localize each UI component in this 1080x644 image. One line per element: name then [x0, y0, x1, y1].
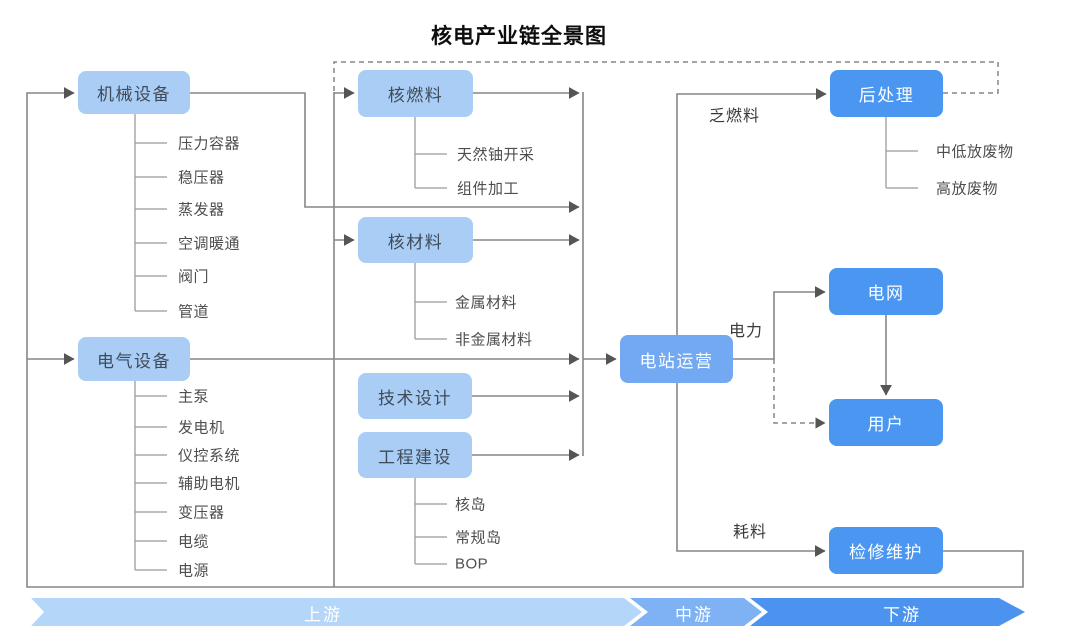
edge-maintenance-return-to-mechanical — [26, 87, 1024, 588]
edge-reprocessing-feedback-dashed — [333, 61, 999, 94]
band-upstream-shape — [31, 598, 642, 626]
leaf-bop: BOP — [455, 555, 489, 573]
node-engineering-construction: 工程建设 — [358, 432, 472, 478]
leaf-pressure-vessel: 压力容器 — [178, 135, 241, 153]
leaf-transformer: 变压器 — [178, 504, 225, 522]
leaf-power-supply: 电源 — [178, 562, 210, 580]
node-users: 用户 — [829, 399, 943, 446]
tree-nuclear-material — [414, 263, 447, 340]
node-technical-design: 技术设计 — [358, 373, 472, 419]
leaf-evaporator: 蒸发器 — [178, 201, 225, 219]
tree-electrical — [134, 381, 167, 571]
node-power-grid: 电网 — [829, 268, 943, 315]
leaf-piping: 管道 — [178, 303, 210, 321]
band-label-upstream: 上游 — [304, 605, 342, 625]
leaf-high-waste: 高放废物 — [936, 180, 999, 198]
band-label-midstream: 中游 — [675, 605, 713, 625]
leaf-conventional-island: 常规岛 — [455, 529, 502, 547]
leaf-hvac: 空调暖通 — [178, 235, 241, 253]
band-midstream-shape — [630, 598, 762, 626]
node-plant-operation: 电站运营 — [620, 335, 733, 383]
edge-consumables-to-maintenance — [676, 383, 826, 557]
edge-spent-fuel-to-reprocessing — [676, 88, 827, 335]
node-electrical-equipment: 电气设备 — [78, 337, 190, 381]
edge-label-spent-fuel: 乏燃料 — [709, 108, 761, 125]
edge-label-consumables: 耗料 — [733, 524, 768, 541]
leaf-ic-system: 仪控系统 — [178, 447, 241, 465]
tree-construction — [414, 478, 447, 565]
band-downstream-shape — [750, 598, 1025, 626]
leaf-nonmetal-material: 非金属材料 — [455, 331, 533, 349]
diagram-title: 核电产业链全景图 — [431, 25, 607, 48]
tree-nuclear-fuel — [414, 117, 447, 189]
leaf-metal-material: 金属材料 — [455, 294, 518, 312]
edge-electricity-to-users-dashed — [773, 359, 826, 429]
node-nuclear-material: 核材料 — [358, 217, 473, 263]
leaf-nuclear-island: 核岛 — [455, 496, 487, 514]
node-reprocessing: 后处理 — [830, 70, 943, 117]
node-maintenance: 检修维护 — [829, 527, 943, 574]
leaf-generator: 发电机 — [178, 419, 225, 437]
tree-mechanical — [134, 113, 167, 312]
leaf-main-pump: 主泵 — [178, 388, 210, 406]
leaf-uranium-mining: 天然铀开采 — [457, 146, 535, 164]
node-nuclear-fuel: 核燃料 — [358, 70, 473, 117]
leaf-valves: 阀门 — [178, 268, 210, 286]
band-label-downstream: 下游 — [883, 605, 921, 625]
leaf-assembly-processing: 组件加工 — [457, 180, 520, 198]
leaf-low-mid-waste: 中低放废物 — [936, 143, 1014, 161]
leaf-auxiliary-motor: 辅助电机 — [178, 475, 241, 493]
edge-electricity-to-grid — [733, 286, 826, 360]
tree-reprocessing — [885, 117, 918, 189]
edge-mechanical-out — [190, 92, 580, 213]
edge-label-electricity: 电力 — [729, 323, 764, 340]
leaf-pressurizer: 稳压器 — [178, 169, 225, 187]
leaf-cable: 电缆 — [178, 533, 210, 551]
node-mechanical-equipment: 机械设备 — [78, 71, 190, 114]
